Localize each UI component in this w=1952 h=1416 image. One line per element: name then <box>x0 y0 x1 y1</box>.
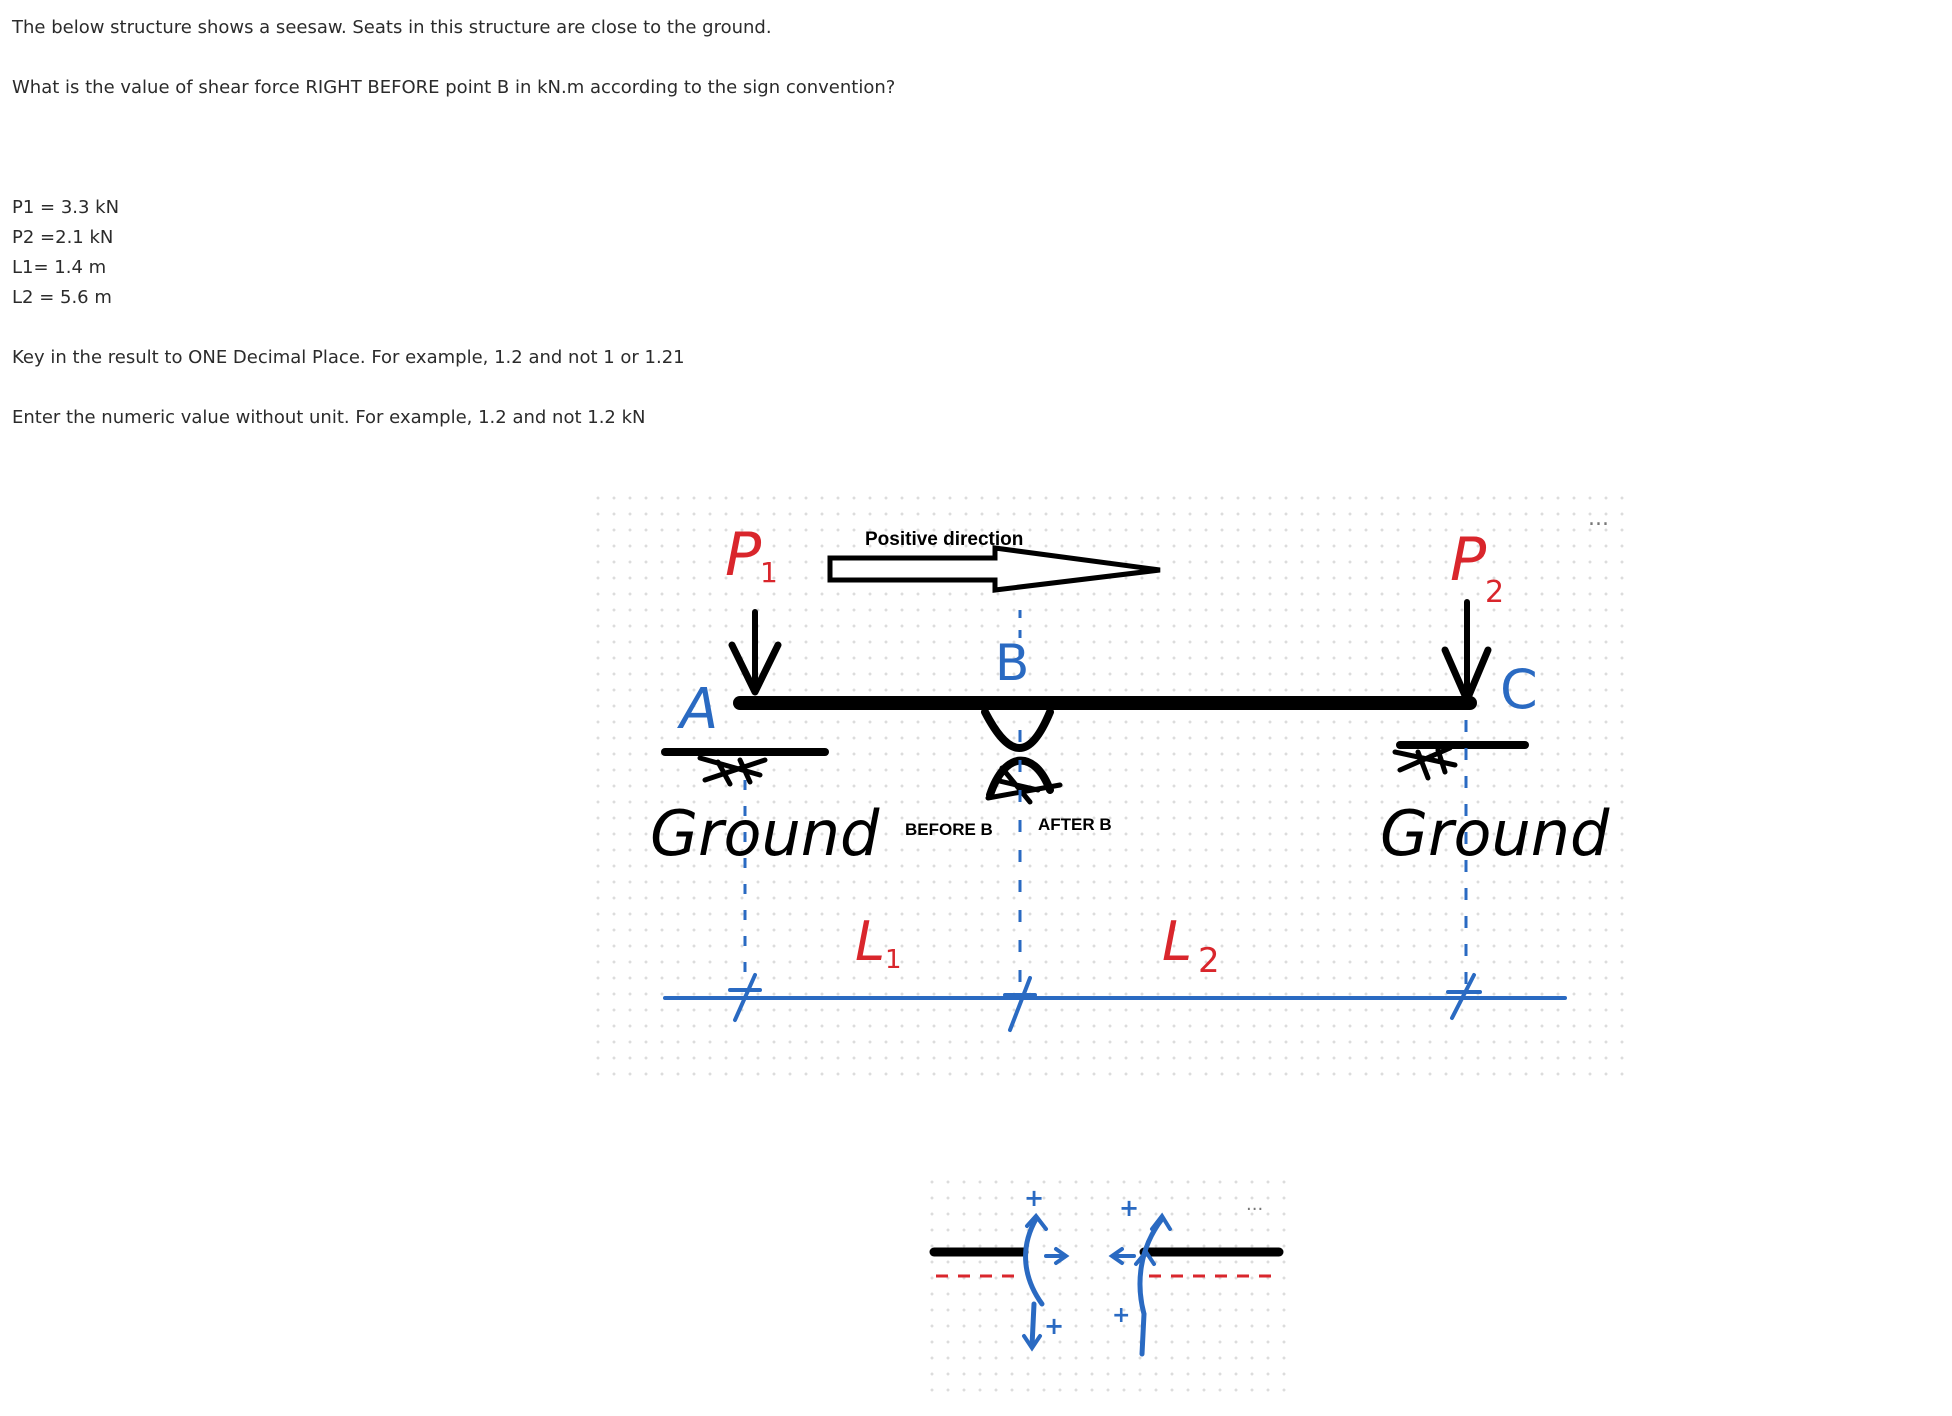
left-ground-hatch <box>697 755 768 787</box>
right-section-curve <box>1137 1216 1165 1317</box>
point-b-label: B <box>995 634 1029 692</box>
param-p1: P1 = 3.3 kN <box>12 197 120 218</box>
right-shear-line <box>1139 1311 1147 1357</box>
l1-subscript: 1 <box>885 945 902 975</box>
pivot-hatch <box>985 765 1063 805</box>
left-shear-arrow <box>1029 1301 1037 1349</box>
p1-label: P <box>725 520 762 590</box>
after-b-label: AFTER B <box>1038 815 1112 834</box>
ground-right-label: Ground <box>1380 797 1610 870</box>
p1-force-arrow-head <box>728 641 782 696</box>
positive-direction-arrow <box>827 545 1161 593</box>
param-l2: L2 = 5.6 m <box>12 287 112 308</box>
point-a-label: A <box>677 677 718 742</box>
more-options-icon[interactable]: ... <box>1588 506 1609 531</box>
left-shear-arrowhead <box>1022 1334 1042 1352</box>
dimension-tick-a <box>728 973 762 1022</box>
seesaw-diagram: P 1 Positive direction P 2 ... A B C <box>590 490 1630 1080</box>
right-curve-arrowhead <box>1150 1212 1172 1231</box>
param-l1: L1= 1.4 m <box>12 257 107 278</box>
seesaw-diagram-svg: P 1 Positive direction P 2 ... A B C <box>650 506 1610 1032</box>
right-normal-arrowhead <box>1108 1247 1124 1265</box>
l2-label: L <box>1162 910 1192 973</box>
point-c-label: C <box>1500 658 1538 721</box>
right-top-plus: + <box>1119 1194 1139 1222</box>
p2-label: P <box>1450 525 1487 595</box>
sign-more-options-icon[interactable]: ... <box>1246 1194 1263 1215</box>
param-p2: P2 =2.1 kN <box>12 227 114 248</box>
right-bottom-plus: + <box>1112 1303 1130 1328</box>
left-section-curve <box>1023 1216 1045 1307</box>
dimension-tick-c <box>1446 973 1482 1020</box>
left-normal-arrowhead <box>1054 1247 1070 1265</box>
question-intro: The below structure shows a seesaw. Seat… <box>12 17 772 38</box>
question-prompt: What is the value of shear force RIGHT B… <box>12 77 896 98</box>
instruction-unit: Enter the numeric value without unit. Fo… <box>12 407 646 428</box>
left-top-plus: + <box>1024 1184 1044 1212</box>
l1-label: L <box>855 910 885 973</box>
instruction-decimal: Key in the result to ONE Decimal Place. … <box>12 347 685 368</box>
before-b-label: BEFORE B <box>905 820 993 839</box>
ground-left-label: Ground <box>650 797 880 870</box>
p1-subscript: 1 <box>760 556 778 589</box>
left-curve-arrowhead <box>1025 1212 1048 1231</box>
right-ground-hatch <box>1392 745 1458 781</box>
dimension-tick-b <box>1003 976 1037 1032</box>
l2-subscript: 2 <box>1198 941 1220 981</box>
sign-convention-diagram: ... + + + + <box>924 1174 1294 1392</box>
left-bottom-plus: + <box>1044 1312 1064 1340</box>
p2-subscript: 2 <box>1485 575 1504 610</box>
positive-direction-label: Positive direction <box>865 529 1023 550</box>
right-shear-arrowhead <box>1134 1248 1156 1266</box>
pivot-top <box>981 708 1054 752</box>
sign-convention-svg: ... + + + + <box>929 1184 1284 1357</box>
